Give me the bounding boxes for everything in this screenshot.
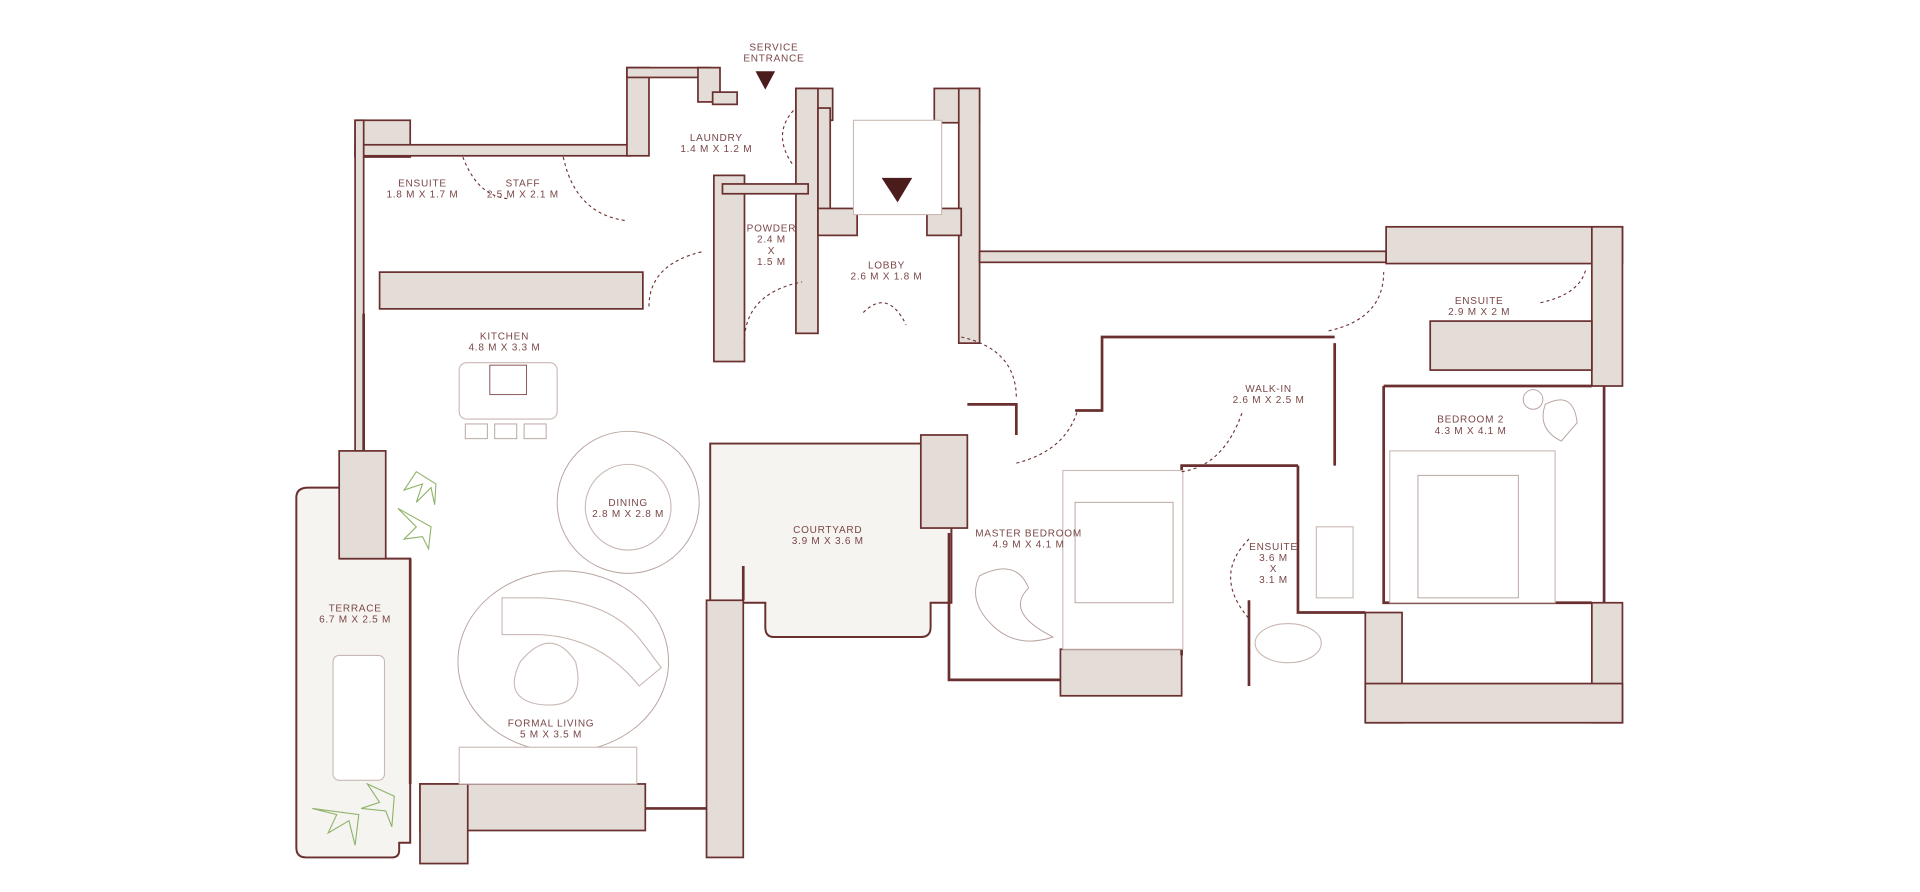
room-name: MASTER BEDROOM — [975, 529, 1082, 540]
sofa — [501, 597, 662, 687]
room-name: DINING — [608, 498, 648, 509]
armchair — [1542, 399, 1578, 442]
room-name: BEDROOM 2 — [1437, 415, 1504, 426]
door-swings — [462, 110, 1587, 620]
room-dims: X — [1270, 564, 1277, 575]
room-name: STAFF — [506, 178, 541, 189]
bathtub — [1254, 623, 1322, 664]
room-name: WALK-IN — [1245, 384, 1292, 395]
service-entrance-label: SERVICE — [749, 42, 798, 53]
plant-icon — [312, 470, 437, 846]
room-dims: 1.4 M X 1.2 M — [680, 144, 752, 155]
room-dims: 3.6 M — [1259, 553, 1288, 564]
terrace-sofa — [332, 654, 386, 781]
room-dims: 4.9 M X 4.1 M — [993, 540, 1065, 551]
room-dims: X — [768, 246, 775, 257]
room-dims: 3.9 M X 3.6 M — [792, 536, 864, 547]
room-name: ENSUITE — [1455, 296, 1504, 307]
room-dims: 1.5 M — [757, 257, 786, 268]
coffee-table — [513, 642, 579, 706]
bedroom2-bed — [1389, 450, 1556, 604]
room-dims: 6.7 M X 2.5 M — [319, 614, 391, 625]
furniture — [332, 119, 1578, 785]
cooktop — [489, 364, 528, 396]
room-name: POWDER — [747, 224, 797, 235]
vanity — [1315, 526, 1354, 599]
wall-lines — [362, 313, 1606, 810]
room-dims: 3.1 M — [1259, 575, 1288, 586]
room-name: LOBBY — [868, 260, 905, 271]
room-dims: 4.8 M X 3.3 M — [468, 342, 540, 353]
service-entrance-arrow-icon — [755, 71, 776, 90]
room-name: KITCHEN — [480, 331, 529, 342]
room-dims: 5 M X 3.5 M — [520, 729, 582, 740]
room-name: FORMAL LIVING — [508, 718, 595, 729]
dining-table — [584, 463, 672, 551]
room-name: ENSUITE — [1249, 542, 1298, 553]
kitchen-island — [458, 362, 558, 420]
room-name: COURTYARD — [793, 525, 862, 536]
room-dims: 2.8 M X 2.8 M — [592, 509, 664, 520]
media-console — [458, 746, 638, 785]
room-dims: 2.4 M — [757, 235, 786, 246]
room-dims: 2.5 M X 2.1 M — [487, 189, 559, 200]
dining-rug — [556, 430, 700, 574]
lounge-chair — [975, 568, 1055, 642]
master-bed — [1062, 469, 1184, 650]
main-entrance-arrow-icon — [881, 177, 913, 203]
room-name: LAUNDRY — [690, 133, 743, 144]
courtyard-area — [709, 442, 953, 638]
room-dims: 2.9 M X 2 M — [1448, 307, 1510, 318]
room-name: ENSUITE — [398, 178, 447, 189]
walls — [338, 66, 1624, 865]
service-entrance-label: ENTRANCE — [743, 54, 804, 65]
room-name: TERRACE — [329, 603, 382, 614]
room-dims: 1.8 M X 1.7 M — [386, 189, 458, 200]
room-dims: 2.6 M X 2.5 M — [1233, 395, 1305, 406]
room-dims: 2.6 M X 1.8 M — [851, 271, 923, 282]
room-dims: 4.3 M X 4.1 M — [1435, 426, 1507, 437]
